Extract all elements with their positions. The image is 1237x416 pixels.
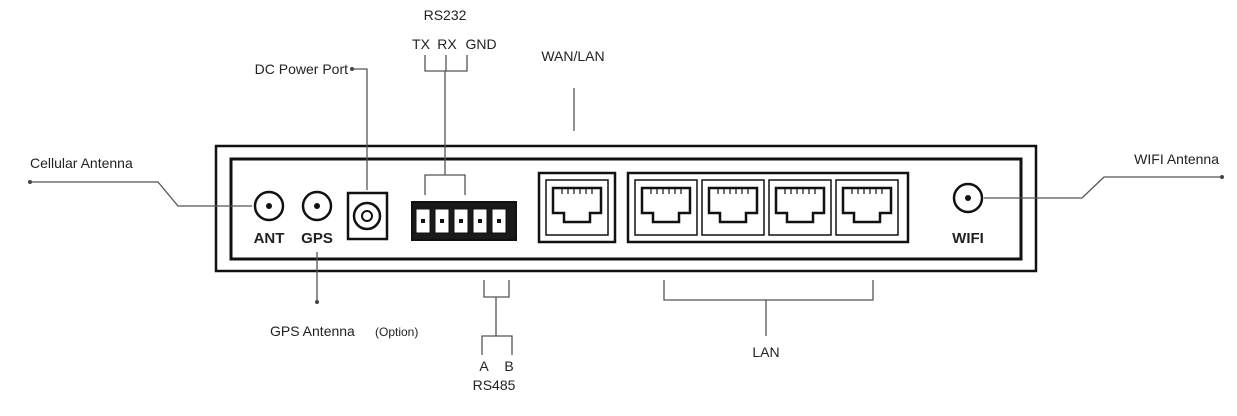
- tx-label: TX: [412, 36, 431, 52]
- gps-connector: [301, 190, 333, 222]
- rs485-label: RS485: [473, 377, 516, 393]
- wan-lan-label: WAN/LAN: [541, 48, 604, 64]
- wifi-antenna-label: WIFI Antenna: [1134, 151, 1219, 167]
- rs232-label: RS232: [424, 7, 467, 23]
- dc-power-jack: [346, 191, 389, 241]
- lan-port-1: [634, 179, 698, 236]
- rs232-bracket: [424, 55, 468, 195]
- cellular-antenna-label: Cellular Antenna: [30, 155, 133, 171]
- wifi-connector: [952, 182, 984, 214]
- lan-port-3: [768, 179, 832, 236]
- wifi-antenna-leader: [984, 175, 1224, 199]
- a-label: A: [479, 358, 489, 374]
- ant-port-label: ANT: [254, 230, 285, 247]
- gnd-label: GND: [465, 36, 496, 52]
- wan-lan-port: [537, 171, 617, 244]
- rs485-bracket: [481, 280, 513, 355]
- rx-label: RX: [437, 36, 457, 52]
- lan-bracket: [663, 280, 874, 336]
- lan-port-4: [835, 179, 899, 236]
- lan-label: LAN: [752, 344, 779, 360]
- gps-antenna-leader: [315, 252, 319, 304]
- lan-block-frame: [626, 171, 910, 244]
- gps-port-label: GPS: [301, 230, 333, 247]
- dc-power-leader: [350, 67, 368, 190]
- ant-connector: [253, 190, 285, 222]
- gps-option-label: (Option): [375, 325, 418, 339]
- lan-port-2: [701, 179, 765, 236]
- device-case: [214, 144, 1038, 273]
- dc-power-port-label: DC Power Port: [255, 61, 348, 77]
- gps-antenna-label: GPS Antenna: [270, 323, 355, 339]
- cellular-antenna-leader: [28, 180, 252, 207]
- wifi-port-label: WIFI: [952, 230, 984, 247]
- terminal-block: [411, 201, 517, 241]
- b-label: B: [504, 358, 513, 374]
